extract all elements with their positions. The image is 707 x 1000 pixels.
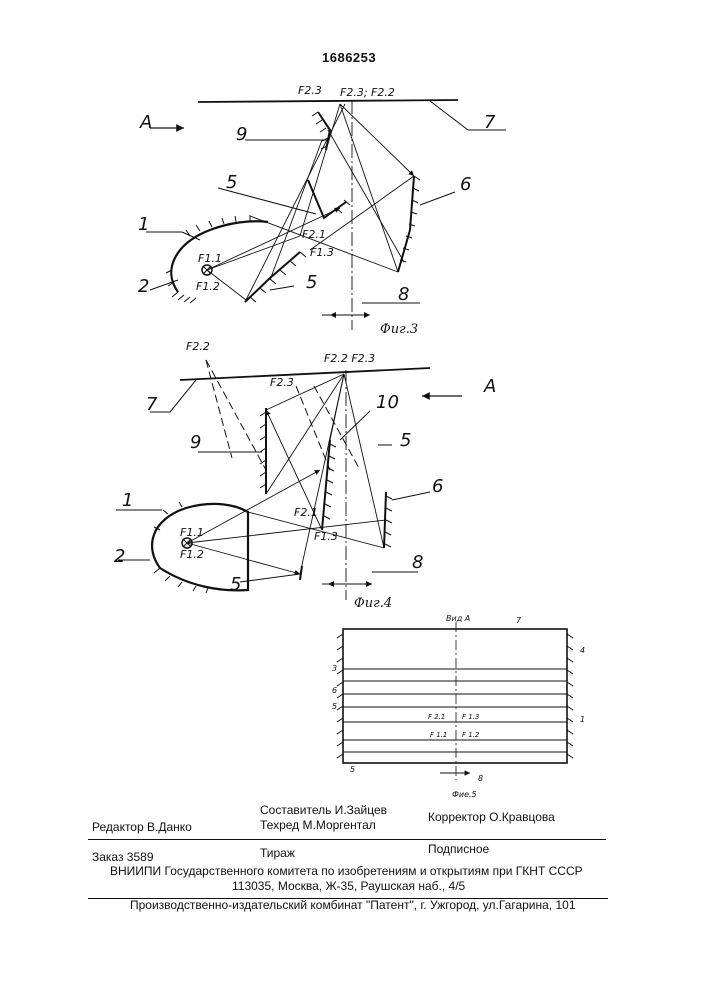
fig5-label-f12: F 1.2 — [462, 731, 479, 739]
footer-techred: Техред М.Моргентал — [260, 818, 376, 832]
fig5-number-8: 8 — [478, 774, 483, 783]
fig3-number-8: 8 — [398, 284, 409, 305]
fig4-number-2: 2 — [114, 546, 125, 567]
fig5-view-label: Вид А — [446, 614, 470, 623]
fig3-caption: Фиг.3 — [380, 322, 418, 337]
footer-circulation: Тираж — [260, 846, 295, 860]
footer-subscription: Подписное — [428, 842, 489, 856]
fig5-number-3: 3 — [332, 664, 337, 673]
fig4-view-a: A — [484, 376, 496, 397]
footer-address: 113035, Москва, Ж-35, Раушская наб., 4/5 — [232, 879, 465, 893]
footer-order: Заказ 3589 — [92, 850, 154, 864]
fig3-number-2: 2 — [138, 276, 149, 297]
fig4-label-f23: F2.3 — [270, 376, 294, 389]
fig4-number-7: 7 — [146, 394, 157, 415]
fig4-number-9: 9 — [190, 432, 201, 453]
fig3-label-f23: F2.3 — [298, 84, 322, 97]
fig4-label-f11: F1.1 — [180, 526, 204, 539]
figure-3 — [146, 100, 506, 330]
fig3-label-f13: F1.3 — [310, 246, 334, 259]
fig5-label-f13: F 1.3 — [462, 713, 479, 721]
fig3-leader-7 — [430, 101, 468, 130]
fig4-number-6: 6 — [432, 476, 443, 497]
fig3-number-6: 6 — [460, 174, 471, 195]
fig4-label-f13: F1.3 — [314, 530, 338, 543]
fig5-label-f21: F 2.1 — [428, 713, 445, 721]
fig4-label-f12: F1.2 — [180, 548, 204, 561]
fig4-number-1: 1 — [122, 490, 133, 511]
fig5-number-1: 1 — [580, 715, 585, 724]
fig3-label-f21: F2.1 — [302, 228, 326, 241]
fig4-label-f22-f23: F2.2 F2.3 — [324, 352, 375, 365]
fig3-mirror-6 — [398, 176, 414, 272]
fig4-number-5-upper: 5 — [400, 430, 411, 451]
footer-publisher: Производственно-издательский комбинат "П… — [130, 898, 576, 912]
fig3-label-f23-f22: F2.3; F2.2 — [340, 86, 395, 99]
fig3-number-1: 1 — [138, 214, 149, 235]
footer-compiler: Составитель И.Зайцев — [260, 803, 387, 817]
fig4-number-8: 8 — [412, 552, 423, 573]
fig3-mirror-5-upper — [308, 180, 346, 218]
fig4-number-10: 10 — [376, 392, 399, 413]
fig4-screen-line — [180, 368, 430, 380]
footer-divider-1 — [88, 839, 606, 840]
figure-5 — [337, 622, 573, 780]
fig5-number-5-upper: 5 — [332, 702, 337, 711]
fig3-number-7: 7 — [484, 112, 495, 133]
fig5-caption: Фие.5 — [452, 790, 477, 799]
footer-editor: Редактор В.Данко — [92, 820, 192, 834]
fig5-frame — [343, 629, 567, 763]
figure-4 — [116, 360, 462, 600]
fig4-number-5-lower: 5 — [230, 574, 241, 595]
fig3-number-5-lower: 5 — [306, 272, 317, 293]
footer-corrector: Корректор О.Кравцова — [428, 810, 555, 824]
fig4-label-f21: F2.1 — [294, 506, 318, 519]
fig5-label-f11: F 1.1 — [430, 731, 447, 739]
fig3-label-f12: F1.2 — [196, 280, 220, 293]
fig3-number-5-upper: 5 — [226, 172, 237, 193]
fig4-label-f22: F2.2 — [186, 340, 210, 353]
fig3-mirror-5 — [245, 252, 300, 302]
fig4-caption: Фиг.4 — [354, 596, 392, 611]
fig5-number-6: 6 — [332, 686, 337, 695]
fig5-number-7: 7 — [516, 616, 521, 625]
fig3-view-a: A — [140, 112, 152, 133]
fig3-number-9: 9 — [236, 124, 247, 145]
fig3-screen-line — [198, 100, 458, 102]
fig5-number-4: 4 — [580, 646, 585, 655]
fig5-number-5-lower: 5 — [350, 765, 355, 774]
fig3-label-f11: F1.1 — [198, 252, 222, 265]
footer-vniipi: ВНИИПИ Государственного комитета по изоб… — [110, 864, 583, 878]
